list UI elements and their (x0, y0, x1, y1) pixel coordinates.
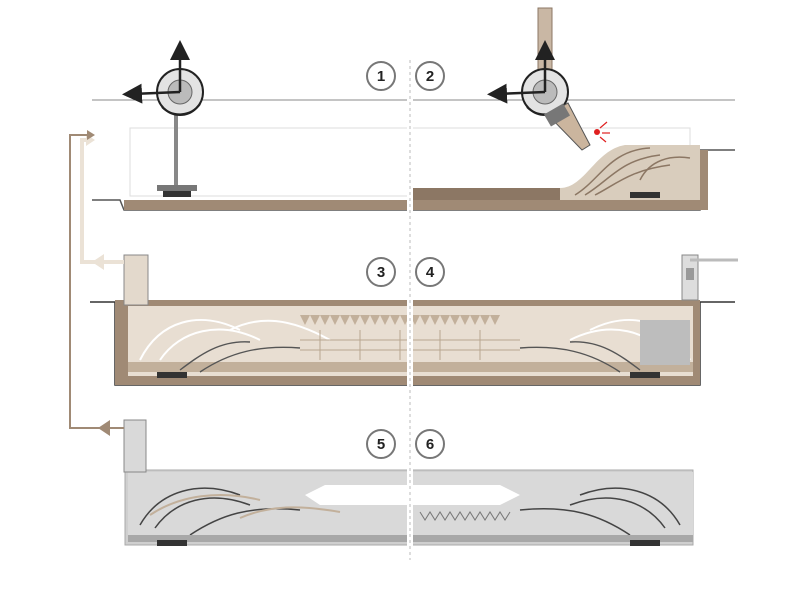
sediment-wedge (410, 145, 700, 200)
step-badge-2: 2 (415, 61, 445, 91)
stage-row-2 (90, 254, 738, 386)
svg-text:1: 1 (377, 68, 385, 85)
return-arrow-icon (69, 130, 124, 436)
svg-text:2: 2 (426, 68, 434, 85)
svg-text:3: 3 (377, 264, 385, 281)
step-badge-5: 5 (366, 429, 396, 459)
support-post (174, 105, 178, 188)
drain-pipe-left-3 (123, 419, 147, 473)
step-badge-6: 6 (415, 429, 445, 459)
rotate-axes-icon-2 (487, 40, 569, 116)
step-badge-4: 4 (415, 257, 445, 287)
svg-text:4: 4 (426, 264, 435, 281)
laser-nozzle-icon (543, 102, 610, 151)
rotate-axes-icon (122, 40, 204, 116)
step-badge-3: 3 (366, 257, 396, 287)
svg-text:5: 5 (377, 436, 385, 453)
stage-row-1 (92, 7, 735, 211)
step-badge-1: 1 (366, 61, 396, 91)
svg-text:6: 6 (426, 436, 434, 453)
drain-pipe-left (123, 254, 149, 306)
